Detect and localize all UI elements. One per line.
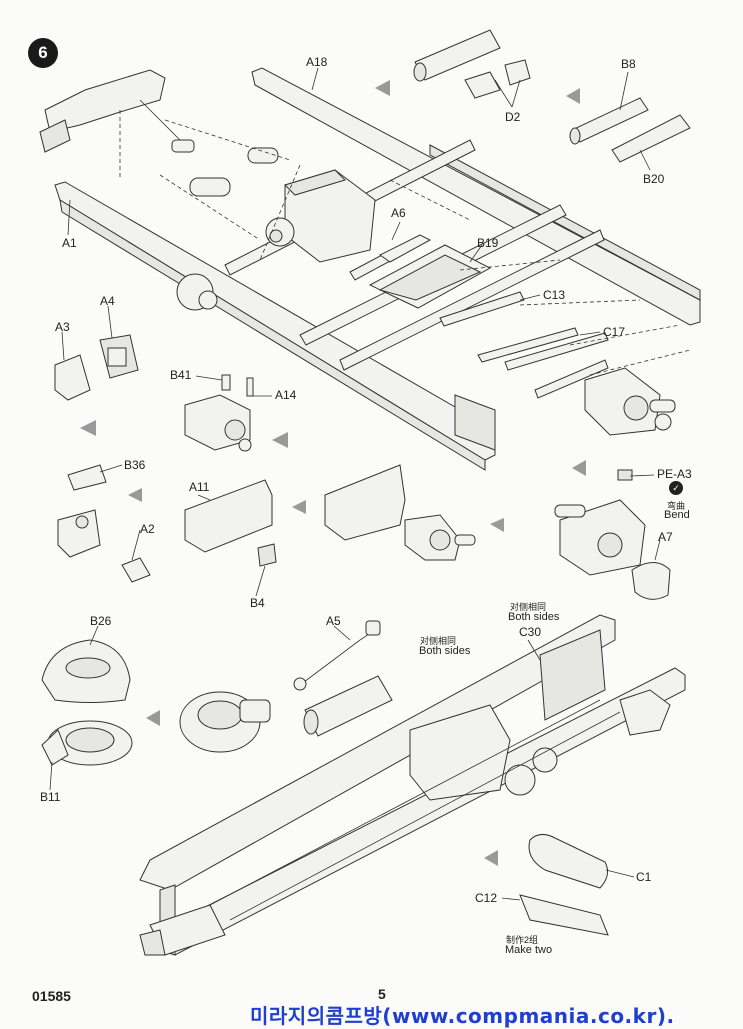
part-label-a18: A18 [306,55,328,69]
part-label-c30: C30 [519,625,542,639]
part-label-pe-a3: PE-A3 [657,467,692,481]
part-label-a2: A2 [140,522,155,536]
rods-and-trays [349,234,609,399]
part-label-a4: A4 [100,294,115,308]
note-bend-cn: 弯曲 [667,501,686,511]
d2-parts [413,29,531,99]
part-label-b4: B4 [250,596,265,610]
b36-a2-parts [57,464,151,583]
rear-bracket [584,367,676,436]
part-label-b41: B41 [170,368,192,382]
note-both-sides-cn-1: 对侧相同 [420,636,457,646]
rear-sub-assembly [554,469,671,600]
mid-assembly [324,464,476,561]
lower-chassis-frame [139,614,686,956]
part-label-b36: B36 [124,458,146,472]
part-label-a7: A7 [658,530,673,544]
part-label-a6: A6 [391,206,406,220]
scanner-watermark: 미라지의콤프방(www.compmania.co.kr). [250,1004,675,1028]
part-label-b11: B11 [40,790,61,804]
part-label-b19: B19 [477,236,499,250]
part-label-a1: A1 [62,236,77,250]
part-label-b8: B8 [621,57,636,71]
part-label-a11: A11 [189,480,210,494]
page-number: 5 [378,986,386,1002]
gearbox-part [189,147,376,263]
c1-c12-parts [519,834,609,936]
note-both-sides-en-1: Both sides [419,645,471,657]
b26-b11-parts [41,639,133,766]
front-axle-assembly [39,69,195,153]
bend-icon: ✓ [669,481,683,495]
part-label-a3: A3 [55,320,70,334]
note-make-two-en: Make two [505,944,553,956]
product-code: 01585 [32,988,71,1004]
part-label-c12: C12 [475,891,498,905]
a5-assembly [179,620,393,753]
part-label-d2: D2 [505,110,521,124]
label-leaders [49,67,661,901]
a3-a4-parts [54,334,139,401]
note-both-sides-cn-2: 对侧相同 [510,602,547,612]
part-label-b26: B26 [90,614,112,628]
b8-b20-parts [569,97,691,163]
a11-b4-parts [184,479,277,567]
part-label-c13: C13 [543,288,566,302]
part-label-b20: B20 [643,172,665,186]
note-bend-en: Bend [664,509,690,521]
step-number-badge: 6 [28,38,58,68]
part-label-a14: A14 [275,388,297,402]
note-make-two-cn: 制作2组 [506,935,539,945]
assembly-guides [119,110,691,376]
b41-a14-parts [184,374,254,452]
part-label-a5: A5 [326,614,341,628]
part-label-c17: C17 [603,325,626,339]
part-label-c1: C1 [636,870,652,884]
note-both-sides-en-2: Both sides [508,611,560,623]
flow-arrows [80,80,586,866]
